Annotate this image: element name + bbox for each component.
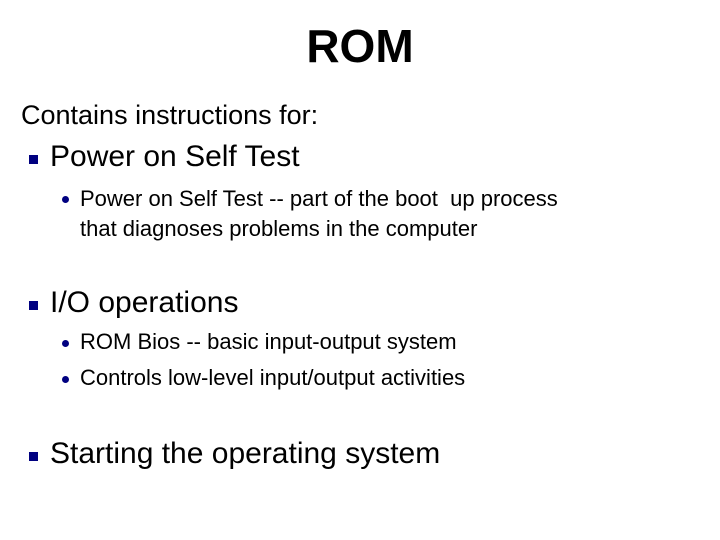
dot-bullet-icon — [62, 340, 69, 347]
bullet-heading-start: Starting the operating system — [50, 437, 441, 470]
dot-bullet-icon — [62, 376, 69, 383]
slide-title: ROM — [306, 20, 414, 72]
bullet-heading-post: Power on Self Test — [50, 140, 300, 173]
sub-bullet-rom-bios: ROM Bios -- basic input-output system — [80, 327, 705, 357]
dot-bullet-icon — [62, 196, 69, 203]
sub-bullet-line: Controls low-level input/output activiti… — [80, 365, 466, 390]
bullet-heading-io: I/O operations — [50, 286, 239, 319]
intro-text: Contains instructions for: — [21, 100, 319, 130]
sub-bullet-line: Power on Self Test -- part of the boot u… — [80, 186, 558, 211]
square-bullet-icon — [29, 452, 38, 461]
sub-bullet-line: that diagnoses problems in the computer — [80, 216, 478, 241]
sub-bullet-line: ROM Bios -- basic input-output system — [80, 329, 457, 354]
sub-bullet-post: Power on Self Test -- part of the boot u… — [80, 184, 705, 244]
square-bullet-icon — [29, 301, 38, 310]
sub-bullet-controls: Controls low-level input/output activiti… — [80, 363, 705, 393]
square-bullet-icon — [29, 155, 38, 164]
